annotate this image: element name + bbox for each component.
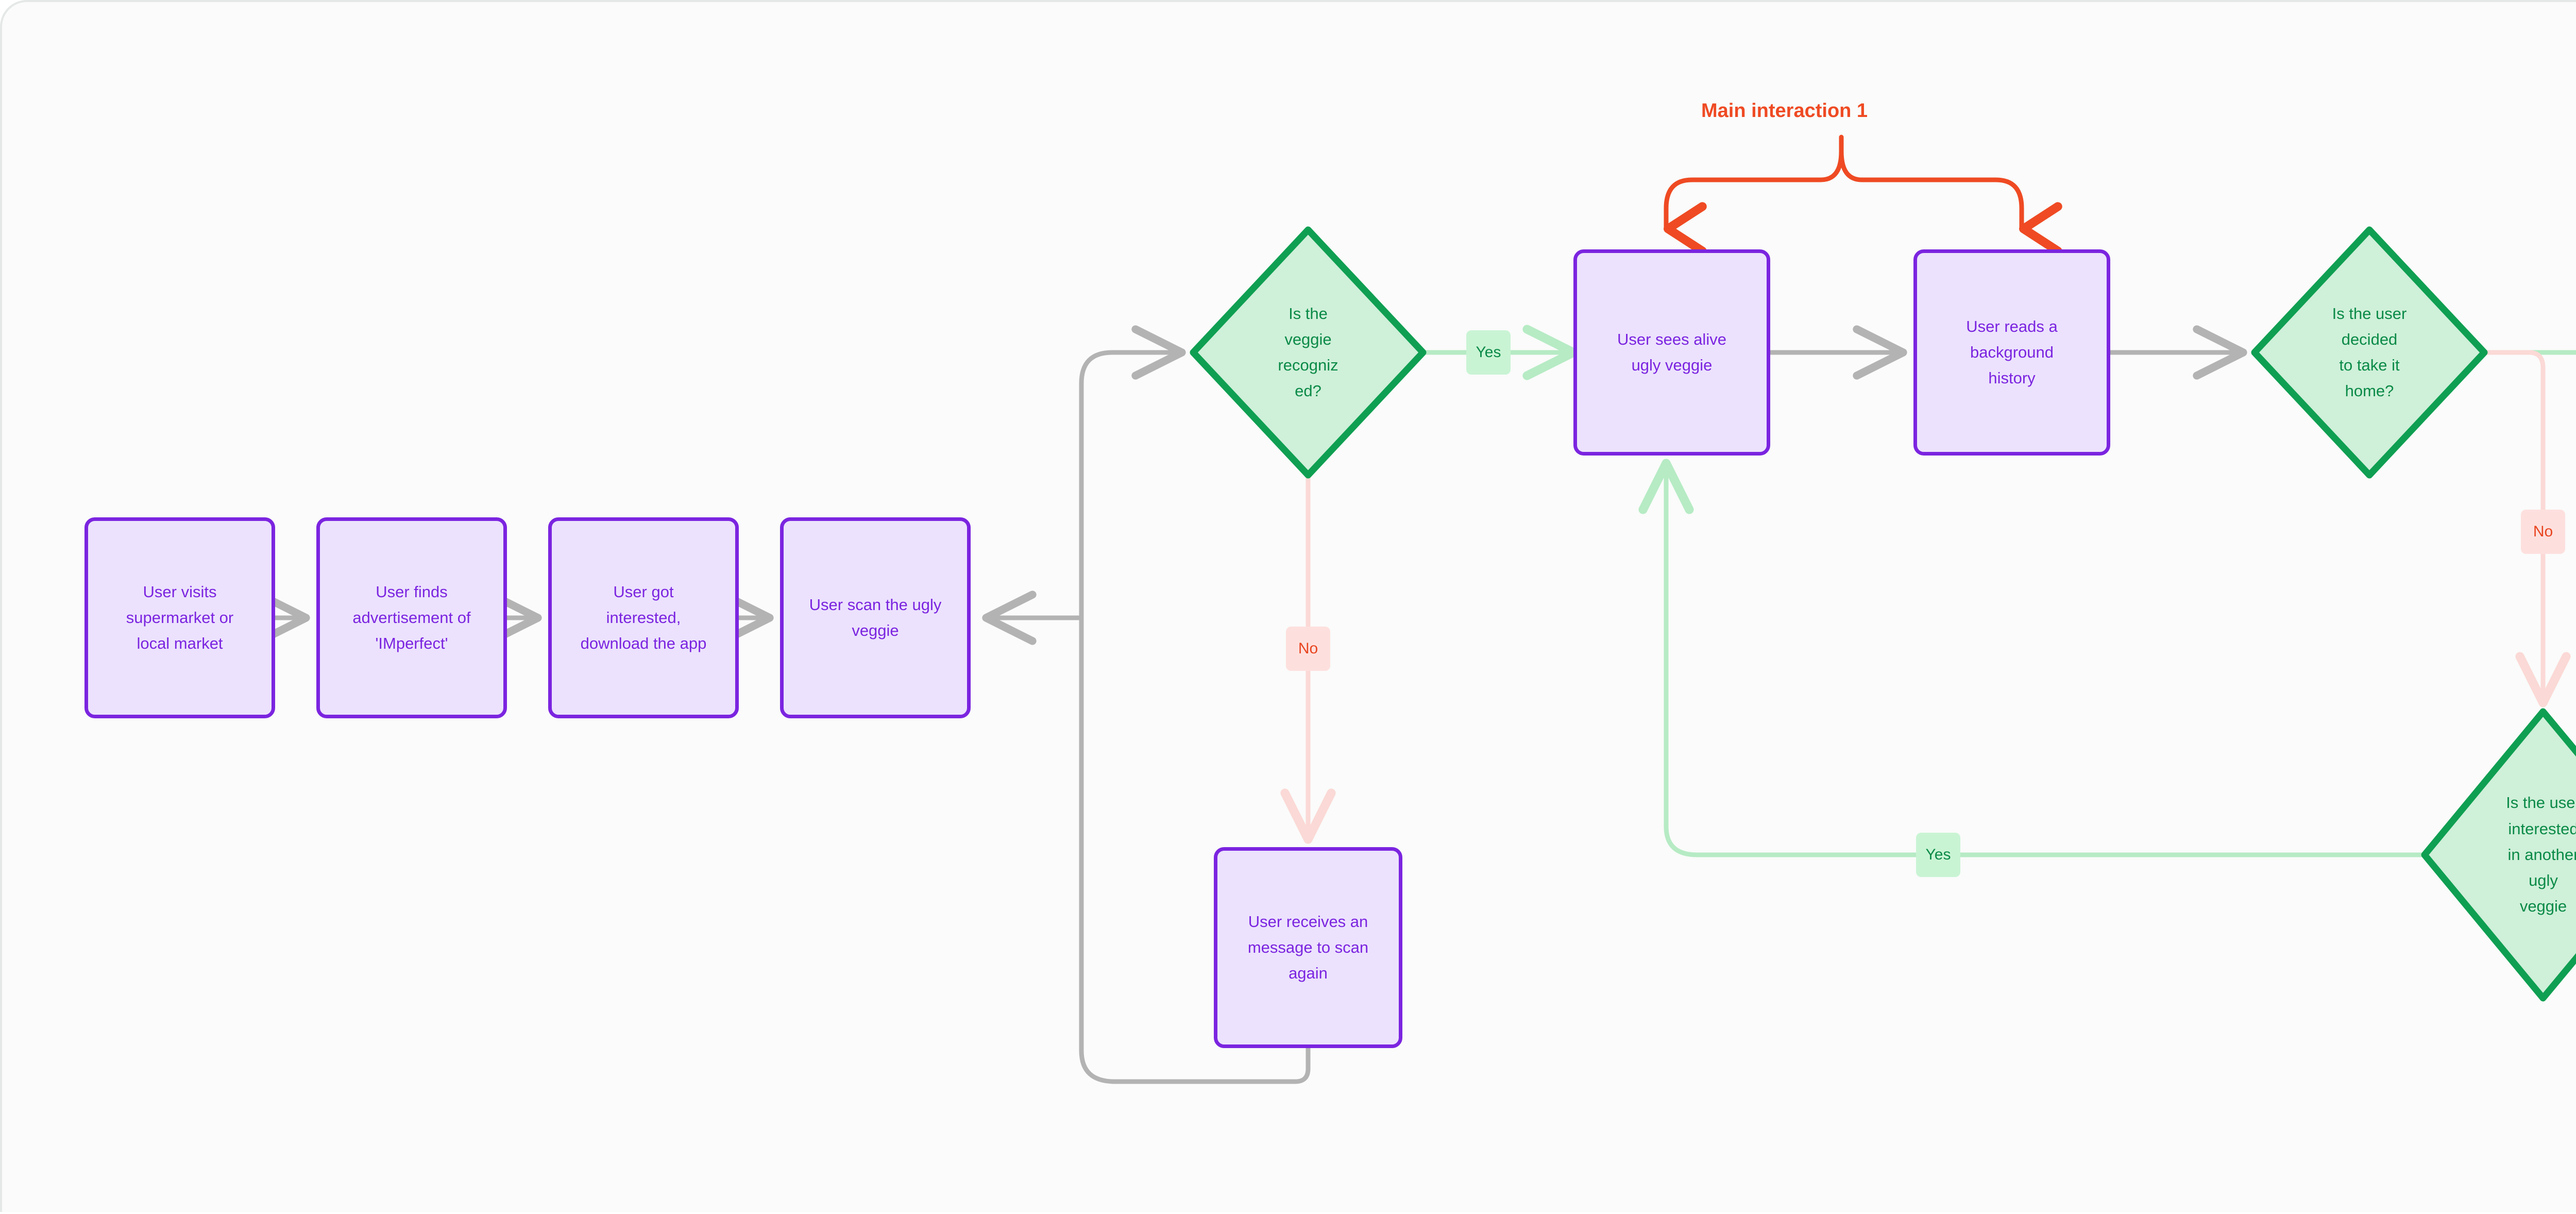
annotation-main-interaction-1: Main interaction 1 (1701, 100, 1868, 122)
edge-label-yes-recognized: Yes (1466, 330, 1511, 375)
edge-label-yes-another-veggie: Yes (1916, 833, 1960, 877)
diamond-shape (2251, 226, 2488, 479)
diamond-shape (1190, 226, 1427, 479)
diamond-shape (2421, 708, 2576, 1002)
edge-label-no-take-home: No (2521, 510, 2565, 554)
edge-label-no-recognized: No (1286, 627, 1330, 671)
